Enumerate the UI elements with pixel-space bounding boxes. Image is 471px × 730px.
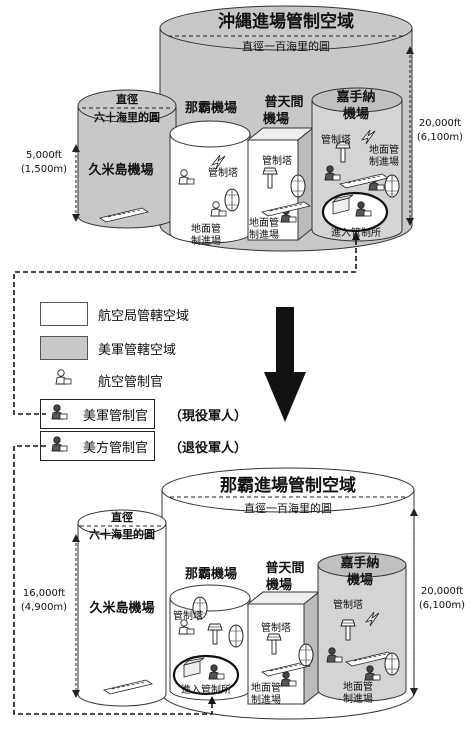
bottom-futenma-name-1: 普天間 xyxy=(265,560,304,576)
bottom-title: 那霸進場管制空域 xyxy=(220,475,356,496)
bottom-futenma-tower: 管制塔 xyxy=(261,621,291,634)
controller-figure-icon xyxy=(51,436,68,452)
bottom-airspace-diagram xyxy=(13,445,418,720)
bottom-kume-diameter-2: 六十海里的圓 xyxy=(89,527,155,541)
top-kadena-approach-2: 制進場 xyxy=(369,155,399,168)
top-kume-name: 久米島機場 xyxy=(88,162,153,178)
top-naha-approach-2: 制進場 xyxy=(191,234,221,247)
top-airspace-diagram xyxy=(13,5,414,415)
bottom-naha-tower: 管制塔 xyxy=(173,609,203,622)
legend-military-airspace-label: 美軍管轄空域 xyxy=(98,342,177,358)
legend-civil-controller-label: 航空管制官 xyxy=(98,374,164,390)
bottom-futenma-name-2: 機場 xyxy=(266,577,292,593)
bottom-kadena-approach-1: 地面管 xyxy=(343,680,373,693)
legend-us-side-label: 美方管制官 xyxy=(83,440,149,456)
bottom-naha-name: 那霸機場 xyxy=(185,566,237,582)
controller-figure-icon xyxy=(40,368,88,392)
top-kume-alt-ft: 5,000ft xyxy=(26,150,62,161)
legend-civil-airspace-label: 航空局管轄空域 xyxy=(98,308,190,324)
top-right-alt-ft: 20,000ft xyxy=(419,118,461,129)
top-kume-alt-m: (1,500m) xyxy=(21,164,67,175)
top-futenma-name-1: 普天間 xyxy=(264,94,303,110)
bottom-diameter-label: 直徑一百海里的圓 xyxy=(244,501,332,515)
bottom-kume-name: 久米島機場 xyxy=(89,600,154,616)
legend-civil-controller: 航空管制官 xyxy=(40,366,163,394)
top-kume-diameter-1: 直徑 xyxy=(116,92,138,106)
bottom-right-alt-ft: 20,000ft xyxy=(421,586,463,597)
top-naha-name: 那霸機場 xyxy=(185,100,237,116)
bottom-naha-radar: 進入管制所 xyxy=(181,683,231,696)
legend-us-military-controller: 美軍管制官 （現役軍人） xyxy=(40,399,248,429)
top-kadena-name-1: 嘉手納 xyxy=(335,89,375,105)
top-futenma-approach-1: 地面管 xyxy=(249,216,279,229)
bottom-right-alt-m: (6,100m) xyxy=(419,600,465,611)
bottom-kadena-name-1: 嘉手納 xyxy=(339,555,379,571)
top-futenma-tower: 管制塔 xyxy=(262,154,292,167)
top-kadena-approach-1: 地面管 xyxy=(369,143,399,156)
bottom-kadena-tower: 管制塔 xyxy=(333,598,363,611)
top-kume-diameter-2: 六十海里的圓 xyxy=(94,110,160,124)
top-naha-tower: 管制塔 xyxy=(208,166,238,179)
legend-military-airspace: 美軍管轄空域 xyxy=(40,334,176,362)
bottom-kume-alt-ft: 16,000ft xyxy=(23,588,65,599)
arrow-down-icon xyxy=(264,307,306,422)
bottom-kume-diameter-1: 直徑 xyxy=(111,510,133,524)
legend-us-military-note: （現役軍人） xyxy=(169,408,248,424)
bottom-kume-alt-m: (4,900m) xyxy=(21,602,67,613)
top-title: 沖縄進場管制空域 xyxy=(218,11,354,32)
top-kadena-radar: 進入管制所 xyxy=(331,226,381,239)
bottom-kadena-approach-2: 制進場 xyxy=(343,692,373,705)
top-naha-approach-1: 地面管 xyxy=(191,222,221,235)
top-kadena-name-2: 機場 xyxy=(343,106,369,122)
top-diameter-label: 直徑一百海里的圓 xyxy=(242,39,330,53)
grey-swatch xyxy=(40,336,88,360)
top-futenma-name-2: 機場 xyxy=(263,111,289,127)
bottom-futenma-approach-2: 制進場 xyxy=(251,693,281,706)
legend-us-side-controller: 美方管制官 （退役軍人） xyxy=(40,431,248,461)
legend-us-side-box: 美方管制官 xyxy=(40,431,156,461)
top-kadena-tower: 管制塔 xyxy=(321,133,351,146)
legend-us-military-label: 美軍管制官 xyxy=(83,408,149,424)
legend-civil-airspace: 航空局管轄空域 xyxy=(40,300,189,328)
white-swatch xyxy=(40,302,88,326)
top-right-alt-m: (6,100m) xyxy=(417,132,463,143)
legend-us-military-box: 美軍管制官 xyxy=(40,399,156,429)
top-futenma-approach-2: 制進場 xyxy=(249,228,279,241)
bottom-kadena-name-2: 機場 xyxy=(347,572,373,588)
bottom-futenma-approach-1: 地面管 xyxy=(251,681,281,694)
controller-figure-icon xyxy=(51,404,68,420)
legend-us-side-note: （退役軍人） xyxy=(169,440,248,456)
